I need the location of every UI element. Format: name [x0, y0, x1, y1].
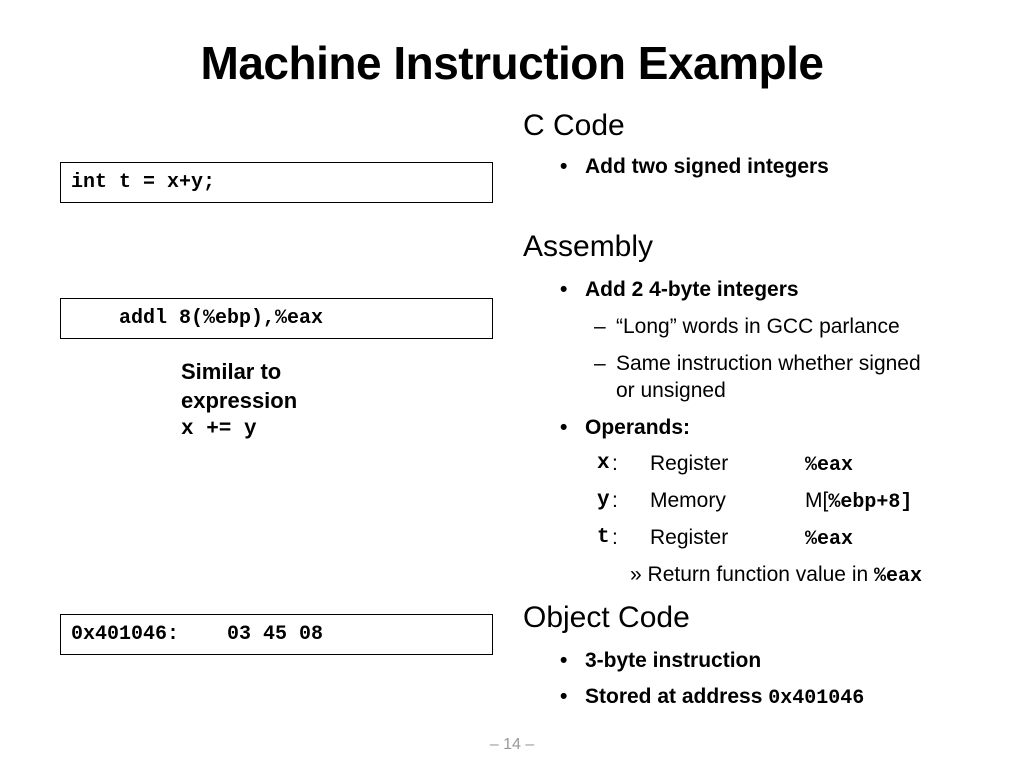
- operand-loc-code: %ebp+8]: [828, 491, 913, 514]
- bullet-dot: •: [560, 155, 568, 178]
- operand-colon: :: [612, 452, 618, 475]
- bullet-dot: •: [560, 649, 568, 672]
- return-mark: »: [630, 563, 642, 586]
- object-code-heading: Object Code: [523, 601, 690, 634]
- bullet-dot: •: [560, 416, 568, 439]
- operand-location: %eax: [805, 526, 853, 551]
- operands-label: Operands:: [585, 416, 691, 439]
- operand-loc-code: %eax: [805, 528, 854, 551]
- operand-loc-prefix: M[: [805, 489, 829, 512]
- assembly-code-box: addl 8(%ebp),%eax: [60, 298, 493, 339]
- return-value-note: » Return function value in %eax: [630, 563, 922, 588]
- similar-expression-note: Similar to expression x += y: [181, 357, 297, 444]
- slide-title: Machine Instruction Example: [200, 37, 824, 89]
- operand-var: t: [597, 526, 610, 549]
- assembly-sub-1-text: “Long” words in GCC parlance: [616, 315, 900, 338]
- operand-kind: Register: [650, 526, 729, 549]
- operand-loc-code: %eax: [805, 454, 854, 477]
- assembly-sub-2-line-1: Same instruction whether signed: [616, 352, 921, 375]
- assembly-sub-2-line-2: or unsigned: [616, 379, 726, 402]
- note-code: x += y: [181, 418, 257, 441]
- address-label: Stored at address: [585, 685, 769, 708]
- c-code-heading: C Code: [523, 109, 625, 142]
- return-code: %eax: [874, 565, 923, 588]
- operand-var: y: [597, 489, 610, 512]
- operand-colon: :: [612, 526, 618, 549]
- object-code-bullet-2-text: Stored at address 0x401046: [585, 685, 864, 710]
- dash-mark: –: [594, 315, 606, 338]
- page-number: – 14 –: [489, 736, 535, 753]
- assembly-bullet-text: Add 2 4-byte integers: [585, 278, 799, 301]
- return-text: Return function value in: [647, 563, 874, 586]
- address-code: 0x401046: [768, 687, 865, 710]
- note-line-2: expression: [181, 388, 298, 413]
- object-code-box: 0x401046: 03 45 08: [60, 614, 493, 655]
- c-code-bullet-text: Add two signed integers: [585, 155, 829, 178]
- bullet-dot: •: [560, 278, 568, 301]
- operand-location: M[%ebp+8]: [805, 489, 912, 514]
- assembly-heading: Assembly: [523, 230, 654, 263]
- dash-mark: –: [594, 352, 606, 375]
- c-code-box: int t = x+y;: [60, 162, 493, 203]
- operand-kind: Memory: [650, 489, 726, 512]
- operand-colon: :: [612, 489, 618, 512]
- object-code-bullet-1-text: 3-byte instruction: [585, 649, 762, 672]
- note-line-1: Similar to: [181, 359, 282, 384]
- operand-location: %eax: [805, 452, 853, 477]
- operand-var: x: [597, 452, 610, 475]
- operand-kind: Register: [650, 452, 729, 475]
- bullet-dot: •: [560, 685, 568, 708]
